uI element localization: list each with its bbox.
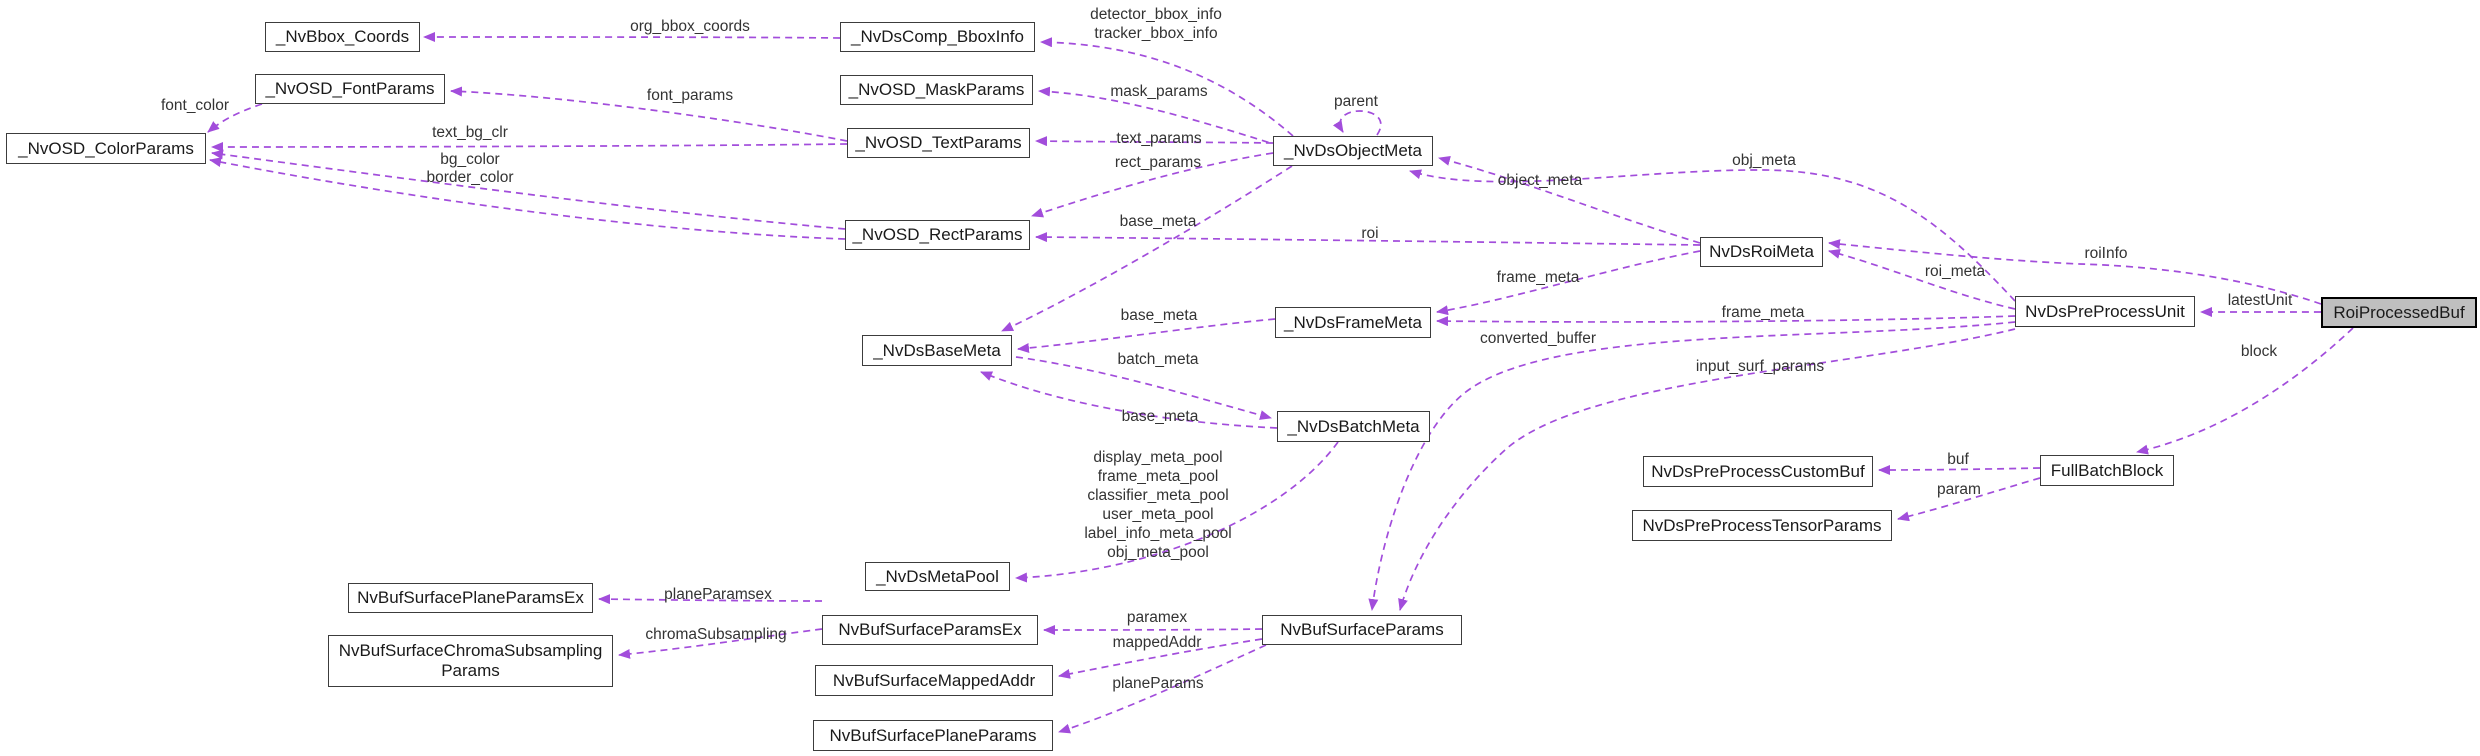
- node-nvdsframemeta[interactable]: _NvDsFrameMeta: [1275, 307, 1431, 338]
- edge-border_color: [209, 157, 846, 240]
- node-nvbufsurfacechromasubsamplingparams[interactable]: NvBufSurfaceChromaSubsampling Params: [328, 635, 613, 687]
- node-nvdsobjectmeta[interactable]: _NvDsObjectMeta: [1273, 136, 1433, 166]
- node-nvdspreprocesscustombuf[interactable]: NvDsPreProcessCustomBuf: [1643, 456, 1873, 487]
- edge-mappedAddr: [1058, 638, 1263, 679]
- edge-roi: [1035, 232, 1701, 246]
- node-nvbbox-coords[interactable]: _NvBbox_Coords: [265, 22, 420, 52]
- edge-rect_params: [1031, 152, 1274, 218]
- edge-detector_tracker_bbox_info: [1040, 37, 1294, 137]
- edge-bg_color: [211, 149, 846, 230]
- node-nvdspreprocesstensorparams[interactable]: NvDsPreProcessTensorParams: [1632, 510, 1892, 541]
- node-nvbufsurfacemappedaddr[interactable]: NvBufSurfaceMappedAddr: [815, 665, 1053, 696]
- edge-font_color: [207, 103, 263, 133]
- edge-meta_pools: [1015, 441, 1339, 583]
- node-nvdscomp-bboxinfo[interactable]: _NvDsComp_BboxInfo: [840, 22, 1035, 52]
- node-nvbufsurfaceparams[interactable]: NvBufSurfaceParams: [1262, 615, 1462, 645]
- edge-planeParamsex: [598, 594, 823, 605]
- node-nvosd-maskparams[interactable]: _NvOSD_MaskParams: [840, 75, 1033, 105]
- edge-obj_meta: [1409, 169, 2016, 302]
- node-roiprocessedbuf[interactable]: RoiProcessedBuf: [2321, 297, 2477, 328]
- node-nvdsbasemeta[interactable]: _NvDsBaseMeta: [862, 335, 1012, 366]
- edge-roi_meta: [1828, 249, 2016, 310]
- node-nvosd-fontparams[interactable]: _NvOSD_FontParams: [255, 74, 445, 104]
- edge-parent_self_loop: [1332, 110, 1382, 136]
- node-nvosd-rectparams[interactable]: _NvOSD_RectParams: [845, 220, 1030, 250]
- edge-param: [1897, 477, 2041, 522]
- edge-base_meta_frame: [1017, 318, 1276, 353]
- edge-converted_buffer: [1368, 321, 2016, 611]
- edge-org_bbox_coords: [423, 32, 841, 43]
- node-nvosd-colorparams[interactable]: _NvOSD_ColorParams: [6, 133, 206, 164]
- node-nvdsbatchmeta[interactable]: _NvDsBatchMeta: [1277, 411, 1430, 442]
- edge-chromaSubsampling: [618, 628, 823, 659]
- node-nvdsroimeta[interactable]: NvDsRoiMeta: [1700, 237, 1823, 267]
- edge-object_meta: [1438, 156, 1701, 244]
- edge-frame_meta_roi: [1436, 250, 1701, 316]
- edge-text_bg_clr: [211, 141, 848, 152]
- edge-input_surf_params: [1398, 328, 2016, 611]
- edge-font_params: [450, 86, 848, 142]
- edge-text_params: [1035, 136, 1274, 147]
- edge-mask_params: [1038, 86, 1281, 147]
- node-nvbufsurfaceplaneparams[interactable]: NvBufSurfacePlaneParams: [813, 720, 1053, 751]
- node-nvosd-textparams[interactable]: _NvOSD_TextParams: [847, 128, 1030, 158]
- node-nvbufsurfaceplaneparamsex[interactable]: NvBufSurfacePlaneParamsEx: [348, 583, 593, 613]
- edge-frame_meta_unit: [1436, 315, 2016, 327]
- node-nvdspreprocessunit[interactable]: NvDsPreProcessUnit: [2015, 296, 2195, 327]
- edge-paramex: [1043, 624, 1263, 635]
- edge-block: [2136, 327, 2354, 455]
- edge-base_meta_object: [1001, 165, 1293, 332]
- node-nvdsmetapool[interactable]: _NvDsMetaPool: [865, 562, 1010, 591]
- edge-buf: [1878, 464, 2041, 475]
- node-fullbatchblock[interactable]: FullBatchBlock: [2040, 455, 2174, 486]
- edge-batch_meta: [1015, 356, 1272, 420]
- edge-base_meta_batch: [980, 371, 1278, 429]
- node-nvbufsurfaceparamsex[interactable]: NvBufSurfaceParamsEx: [822, 615, 1038, 645]
- edge-planeParams: [1058, 644, 1267, 734]
- edge-roiInfo: [1828, 239, 2322, 305]
